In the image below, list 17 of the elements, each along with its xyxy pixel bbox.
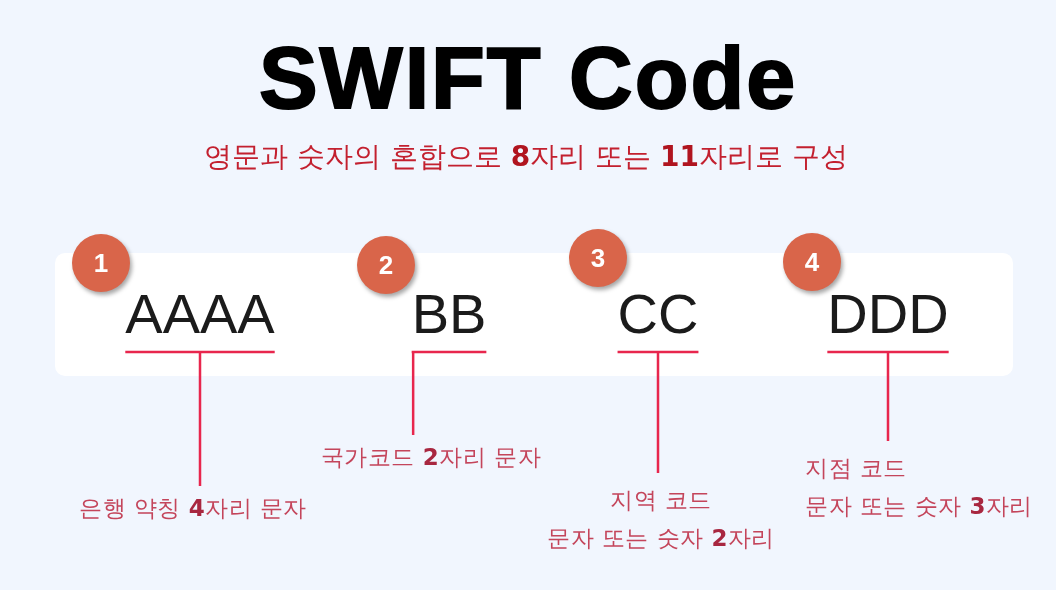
description-text: 문자 또는 숫자 3자리 bbox=[805, 492, 1033, 521]
title: SWIFT Code bbox=[258, 34, 798, 122]
description-text: 문자 또는 숫자 2자리 bbox=[547, 524, 775, 553]
description-heading: 지점 코드 bbox=[805, 454, 908, 483]
subtitle: 영문과 숫자의 혼합으로 8자리 또는 11자리로 구성 bbox=[204, 141, 848, 173]
callout-number: 1 bbox=[72, 234, 130, 292]
leader-line bbox=[826, 350, 950, 443]
leader-line bbox=[124, 350, 276, 488]
leader-line bbox=[410, 350, 488, 437]
callout-number: 2 bbox=[357, 236, 415, 294]
description-text: 국가코드 2자리 문자 bbox=[320, 435, 542, 471]
code-letters: CC bbox=[617, 286, 699, 352]
leader-line bbox=[616, 350, 700, 475]
description-text: 은행 약칭 4자리 문자 bbox=[79, 486, 307, 522]
description-heading: 지역 코드 bbox=[609, 486, 713, 515]
callout-number: 3 bbox=[569, 229, 627, 287]
callout-number: 4 bbox=[783, 233, 841, 291]
